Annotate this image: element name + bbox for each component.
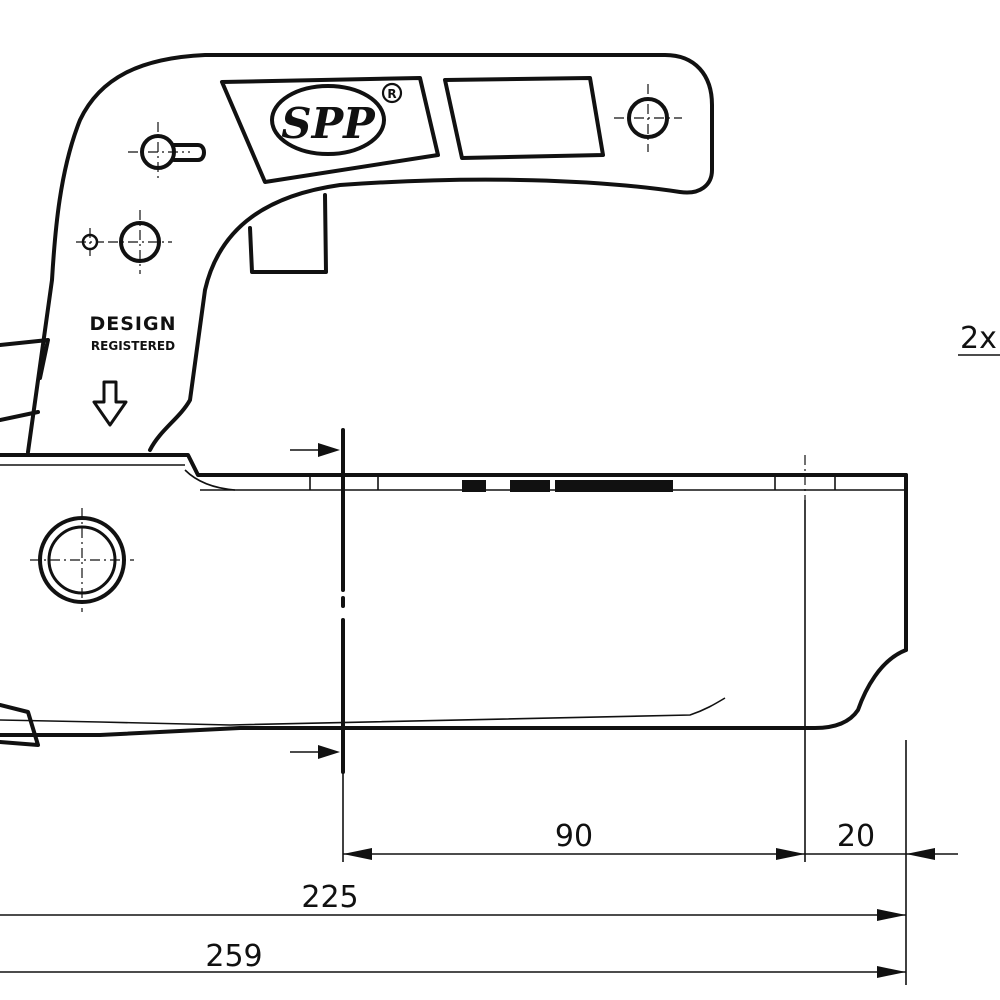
note-2x: 2x (960, 321, 997, 356)
dim-259: 259 (205, 939, 262, 974)
dimension-lines (0, 354, 1000, 985)
coupling-handle (26, 53, 714, 454)
label-window (443, 76, 605, 160)
logo-window (220, 76, 440, 184)
coupling-body (0, 453, 908, 737)
section-line (290, 428, 345, 774)
stamp-line-1: DESIGN (89, 313, 176, 335)
handle-tab (248, 193, 328, 274)
dim-90: 90 (555, 819, 593, 854)
stamp-line-2: REGISTERED (91, 339, 175, 353)
logo-text: SPP (281, 99, 376, 148)
left-bracket (0, 338, 50, 747)
registered-mark: R (387, 87, 396, 101)
design-stamp: DESIGN REGISTERED (89, 313, 176, 427)
dim-225: 225 (301, 880, 358, 915)
dimension-labels: 90 20 225 259 2x (205, 321, 996, 974)
pivot-bolt (30, 508, 134, 612)
body-marking (462, 480, 673, 492)
down-arrow-icon (92, 380, 128, 427)
spp-logo: SPP R (270, 82, 403, 156)
handle-holes (76, 84, 682, 274)
key-slot (172, 143, 206, 162)
dim-20: 20 (837, 819, 875, 854)
